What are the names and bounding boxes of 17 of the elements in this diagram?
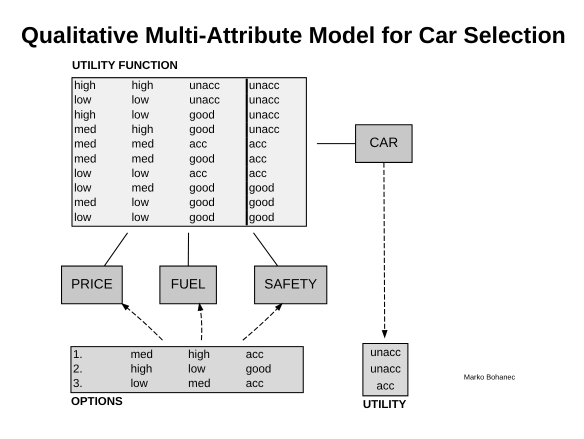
node-box: PRICE	[61, 265, 123, 304]
arrow	[382, 162, 388, 338]
label: Marko Bohanec	[464, 372, 516, 382]
connector	[316, 142, 356, 144]
arrow	[120, 302, 163, 340]
arrow	[242, 302, 283, 340]
connector	[253, 232, 278, 266]
arrow	[198, 302, 204, 340]
node-label: OPTIONS	[70, 396, 123, 408]
node-label: UTILITY FUNCTION	[72, 60, 178, 72]
node-box: SAFETY	[254, 265, 328, 304]
connector	[104, 232, 128, 266]
node-box: FUEL	[159, 265, 217, 304]
node-box: CAR	[355, 124, 413, 162]
connector	[188, 232, 190, 266]
diagram-title: Qualitative Multi-Attribute Model for Car Selection	[20, 21, 566, 48]
node-label: UTILITY	[362, 398, 406, 411]
